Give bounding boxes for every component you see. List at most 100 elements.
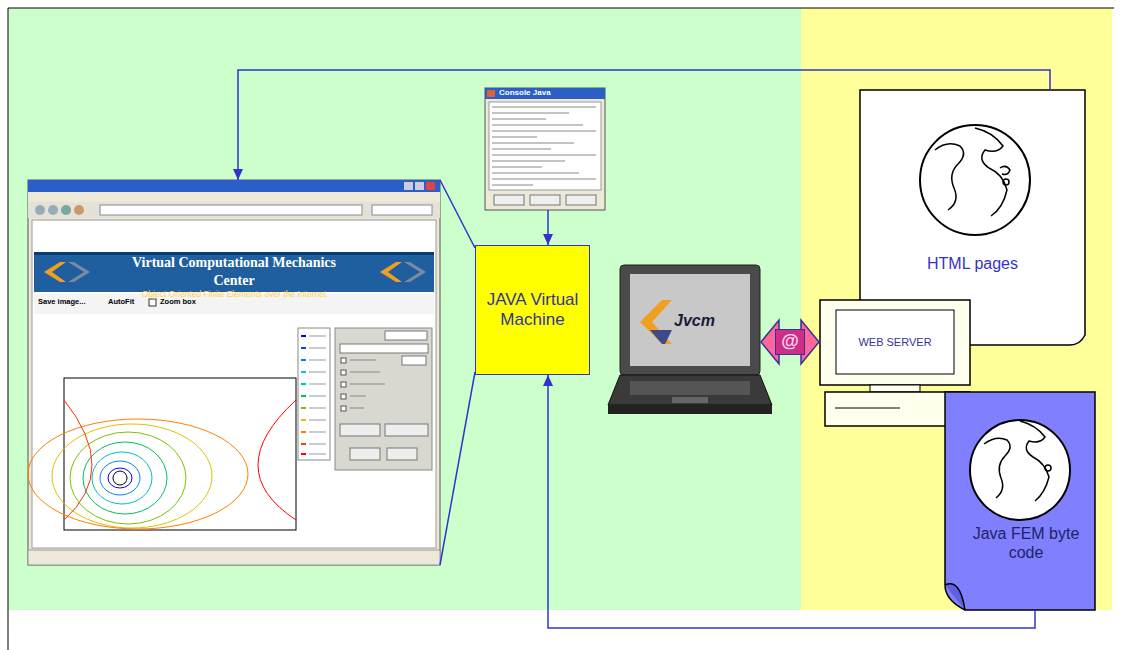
console-window-part bbox=[494, 195, 524, 205]
connector-line bbox=[548, 375, 1035, 628]
browser-screenshot-part bbox=[34, 252, 434, 292]
console-text-line-part bbox=[492, 167, 542, 168]
browser-screenshot-part-part bbox=[108, 468, 132, 488]
browser-screenshot-part-part bbox=[309, 454, 326, 455]
connector bbox=[543, 375, 1035, 628]
web-server-computer-part bbox=[820, 300, 970, 385]
arrowhead bbox=[233, 169, 243, 180]
browser-screenshot-part-part bbox=[341, 358, 346, 363]
browser-screenshot-part-part bbox=[309, 408, 326, 409]
laptop-part bbox=[608, 405, 772, 414]
browser-screenshot-part-part bbox=[301, 383, 306, 385]
web-server-computer-part bbox=[835, 408, 900, 409]
browser-screenshot-part-part bbox=[301, 407, 306, 409]
browser-screenshot-part-part bbox=[309, 396, 326, 397]
arrowhead bbox=[543, 234, 553, 245]
html-page-document-part-part bbox=[1000, 166, 1010, 174]
browser-screenshot-part bbox=[404, 182, 413, 190]
browser-screenshot-part bbox=[298, 328, 330, 460]
browser-screenshot-part bbox=[426, 182, 435, 190]
console-window-part bbox=[530, 195, 560, 205]
ui-label: Zoom box bbox=[160, 298, 196, 306]
browser-screenshot-part bbox=[34, 252, 434, 255]
browser-screenshot-part bbox=[335, 328, 432, 470]
browser-screenshot-part bbox=[28, 202, 440, 218]
browser-screenshot-part bbox=[402, 356, 426, 365]
laptop-part bbox=[640, 300, 672, 344]
laptop bbox=[608, 265, 772, 414]
edge-label: @ bbox=[775, 329, 805, 355]
console-text-line-part bbox=[492, 113, 569, 114]
console-window-part bbox=[485, 88, 605, 99]
network-arrow bbox=[761, 320, 819, 364]
browser-screenshot-part bbox=[68, 262, 90, 282]
console-text-line-part bbox=[492, 143, 574, 144]
edge-label-slot: @ bbox=[775, 329, 805, 355]
browser-screenshot-part bbox=[340, 344, 428, 353]
browser-screenshot-part bbox=[385, 424, 428, 436]
java-bytecode-document-part bbox=[970, 420, 1070, 520]
browser-screenshot-part-part bbox=[341, 406, 346, 411]
web-server-monitor: WEB SERVER bbox=[820, 300, 970, 385]
console-text-line-part bbox=[492, 137, 537, 138]
connector bbox=[761, 320, 819, 364]
browser-screenshot-part-part bbox=[350, 396, 366, 397]
connector-line bbox=[238, 70, 1050, 180]
connector bbox=[543, 210, 553, 245]
java-bytecode-document-part-part bbox=[1020, 421, 1049, 501]
browser-screenshot-part-part bbox=[301, 419, 306, 421]
console-window-part bbox=[487, 90, 495, 97]
java-bytecode-document-part-part bbox=[984, 438, 1010, 498]
browser-screenshot-part-part bbox=[301, 335, 306, 337]
browser-screenshot-part-part bbox=[309, 444, 326, 445]
java-bytecode-document-part-part bbox=[1045, 465, 1051, 471]
web-server-computer-part bbox=[836, 310, 954, 374]
console-window bbox=[485, 88, 605, 210]
browser-screenshot-part bbox=[34, 316, 434, 546]
background-region bbox=[8, 8, 1114, 650]
ui-label: AutoFit bbox=[108, 298, 134, 306]
browser-screenshot-part bbox=[149, 299, 156, 306]
java-bytecode-document-part bbox=[945, 392, 1095, 610]
console-text-line-part bbox=[492, 119, 546, 120]
browser-screenshot-part bbox=[35, 205, 45, 215]
browser-screenshot-part bbox=[64, 378, 296, 530]
browser-screenshot-part-part bbox=[309, 420, 326, 421]
browser-screenshot-part-part bbox=[350, 408, 364, 409]
browser-screenshot-part-part bbox=[301, 453, 306, 455]
browser-screenshot-part-part bbox=[350, 372, 380, 373]
browser-screenshot-part-part bbox=[309, 372, 326, 373]
html-page-document-part-part bbox=[1003, 179, 1009, 185]
browser-screenshot-part bbox=[113, 471, 127, 485]
browser-screenshot-part bbox=[28, 180, 440, 565]
connector bbox=[440, 372, 475, 565]
background-region-part bbox=[8, 8, 1114, 9]
jvm-box: JAVA Virtual Machine bbox=[475, 245, 590, 375]
browser-screenshot-part bbox=[385, 331, 427, 340]
label-slot: Save image... bbox=[38, 298, 86, 306]
connector bbox=[440, 180, 475, 248]
laptop-part bbox=[630, 381, 750, 395]
label-slot: AutoFit bbox=[108, 298, 134, 306]
console-text-line bbox=[492, 107, 596, 185]
html-page-document-part bbox=[920, 125, 1030, 235]
node-title: JAVA Virtual Machine bbox=[482, 290, 583, 331]
node-title: HTML pages bbox=[870, 254, 1075, 273]
html-page-document-part-part bbox=[975, 128, 1007, 216]
console-text-line-part bbox=[492, 107, 596, 108]
browser-screenshot-part bbox=[350, 360, 385, 408]
console-text-line-part bbox=[492, 149, 551, 150]
connector bbox=[233, 70, 1050, 180]
browser-screenshot-part bbox=[301, 336, 326, 454]
browser-screenshot-part bbox=[61, 205, 71, 215]
console-window: Console Java bbox=[485, 88, 605, 210]
browser-screenshot-part-part bbox=[301, 431, 306, 433]
browser-screenshot-part-part bbox=[309, 432, 326, 433]
laptop-part bbox=[608, 375, 772, 405]
browser-screenshot-part-part bbox=[258, 400, 296, 520]
web-server-computer-part bbox=[870, 385, 920, 392]
background-region-part bbox=[8, 8, 9, 650]
console-text-line-part bbox=[492, 155, 596, 156]
browser-screenshot-part-part bbox=[309, 360, 326, 361]
browser-screenshot-part-part bbox=[92, 452, 152, 504]
